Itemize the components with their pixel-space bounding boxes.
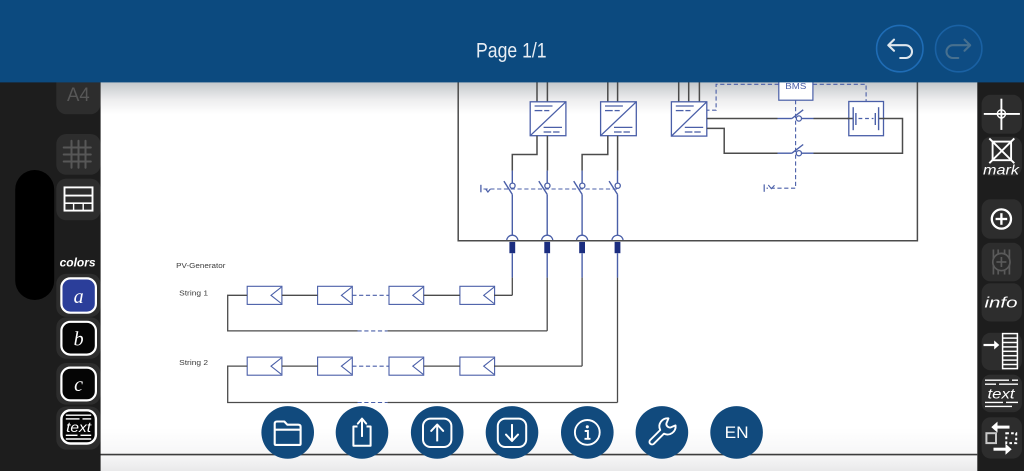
svg-text:text: text xyxy=(66,420,92,435)
svg-text:c: c xyxy=(74,374,83,396)
svg-text:Page 1/1: Page 1/1 xyxy=(476,38,547,62)
svg-text:info: info xyxy=(985,296,1018,312)
svg-text:A4: A4 xyxy=(67,85,90,106)
svg-text:text: text xyxy=(988,386,1017,401)
svg-text:a: a xyxy=(74,286,84,308)
svg-text:String 1: String 1 xyxy=(179,288,208,297)
svg-text:mark: mark xyxy=(983,163,1020,178)
svg-text:b: b xyxy=(74,328,84,350)
svg-text:String 2: String 2 xyxy=(179,358,208,367)
svg-text:PV-Generator: PV-Generator xyxy=(176,261,226,270)
svg-text:colors: colors xyxy=(60,258,96,270)
svg-text:EN: EN xyxy=(725,423,749,442)
svg-text:BMS: BMS xyxy=(785,82,806,91)
